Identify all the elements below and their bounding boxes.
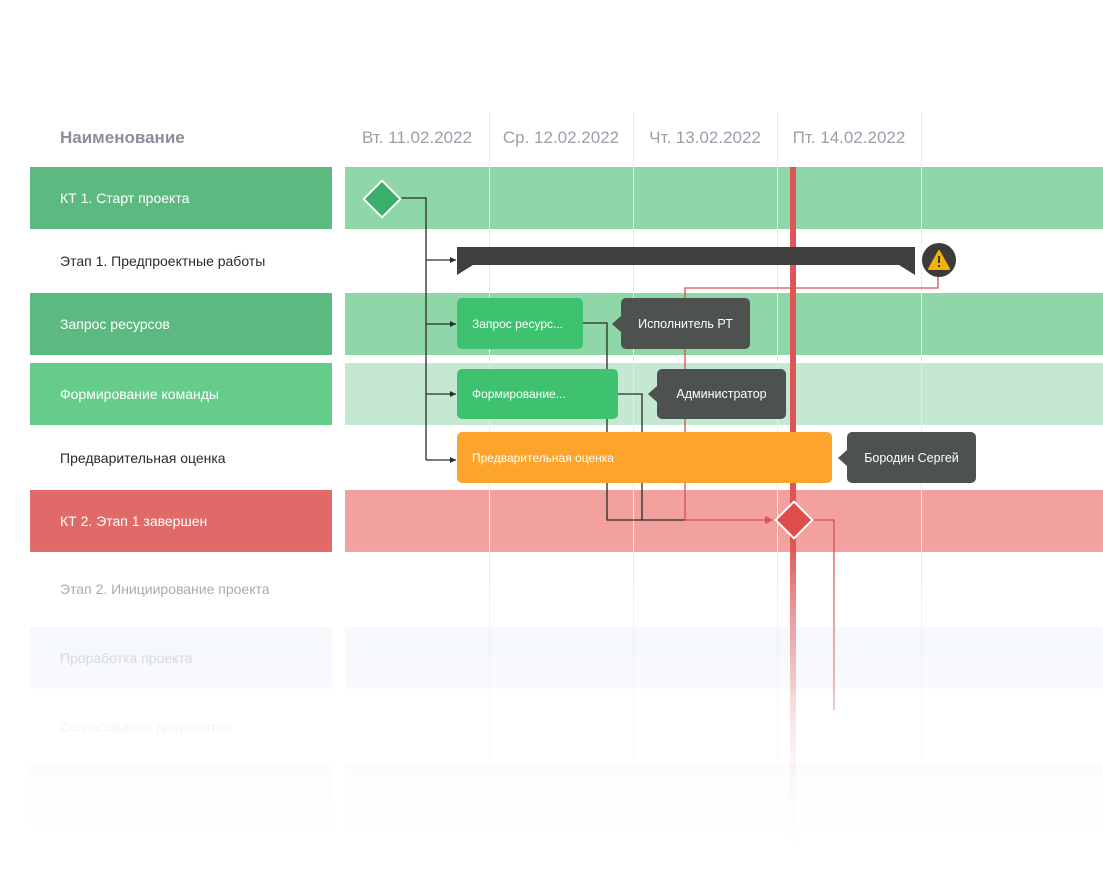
row-label: КТ 2. Этап 1 завершен bbox=[60, 513, 208, 529]
row-name-team[interactable]: Формирование команды bbox=[30, 363, 332, 425]
row-label: Запрос ресурсов bbox=[60, 316, 170, 332]
task-bar-estimate[interactable]: Предварительная оценка bbox=[457, 432, 832, 483]
task-bar-resources[interactable]: Запрос ресурс... bbox=[457, 298, 583, 349]
critical-path-connector bbox=[812, 519, 835, 710]
task-label: Предварительная оценка bbox=[472, 450, 614, 465]
stage-1-summary-bar[interactable] bbox=[457, 247, 915, 275]
row-label: КТ 1. Старт проекта bbox=[60, 190, 190, 206]
critical-path-connector bbox=[684, 277, 939, 524]
row-name-stage-1[interactable]: Этап 1. Предпроектные работы bbox=[30, 230, 332, 292]
warning-triangle-icon bbox=[928, 250, 950, 270]
assignee-label: Исполнитель РТ bbox=[638, 316, 733, 331]
row-name-estimate[interactable]: Предварительная оценка bbox=[30, 427, 332, 489]
task-label: Запрос ресурс... bbox=[472, 316, 563, 331]
task-label: Формирование... bbox=[472, 387, 566, 401]
assignee-label: Бородин Сергей bbox=[864, 450, 959, 465]
row-label: Этап 1. Предпроектные работы bbox=[60, 253, 266, 269]
connector-line bbox=[583, 322, 685, 521]
row-label: Формирование команды bbox=[60, 386, 219, 402]
timeline-band-milestone-1 bbox=[345, 167, 1103, 229]
name-column-header: Наименование bbox=[60, 128, 185, 147]
date-header-1: Вт. 11.02.2022 bbox=[362, 128, 472, 147]
date-header-2: Ср. 12.02.2022 bbox=[502, 128, 620, 147]
row-name-milestone-1[interactable]: КТ 1. Старт проекта bbox=[30, 167, 332, 229]
assignee-tag-estimate[interactable]: Бородин Сергей bbox=[838, 432, 976, 483]
task-bar-team[interactable]: Формирование... bbox=[457, 369, 618, 419]
date-header-3: Чт. 13.02.2022 bbox=[649, 128, 761, 147]
row-label: Предварительная оценка bbox=[60, 450, 226, 466]
connector-line bbox=[401, 197, 427, 460]
assignee-tag-team[interactable]: Администратор bbox=[648, 369, 786, 419]
row-name-resources[interactable]: Запрос ресурсов bbox=[30, 293, 332, 355]
assignee-tag-resources[interactable]: Исполнитель РТ bbox=[612, 298, 750, 349]
date-header-4: Пт. 14.02.2022 bbox=[792, 128, 906, 147]
warning-icon[interactable] bbox=[922, 243, 956, 277]
assignee-label: Администратор bbox=[676, 387, 767, 401]
